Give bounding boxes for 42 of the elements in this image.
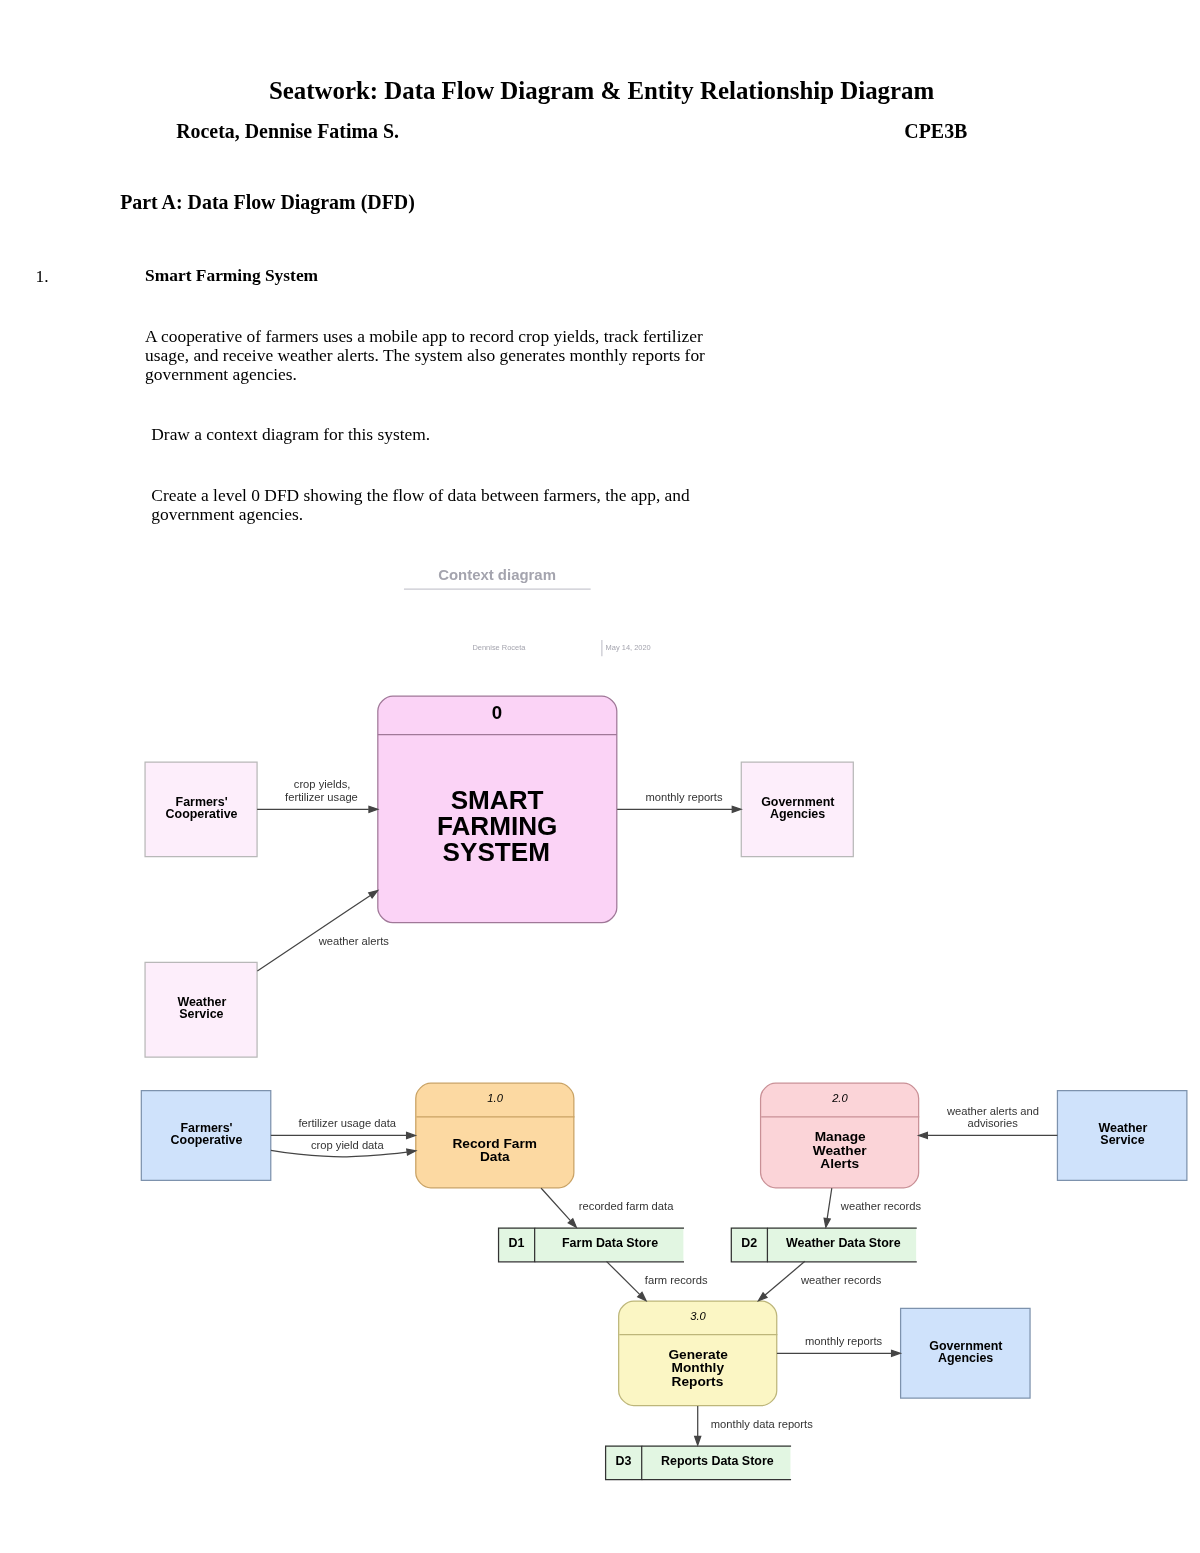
label: A cooperative of farmers uses a mobile app to record crop yields, track fertilizer usage, and receive weather alerts. The system also generates monthly reports for government agencies. bbox=[145, 325, 705, 384]
label: Context diagram bbox=[438, 565, 556, 583]
arrow bbox=[756, 1260, 806, 1302]
arrow bbox=[256, 889, 380, 972]
arrow bbox=[776, 1348, 903, 1357]
node-box: Weather Service bbox=[144, 961, 258, 1058]
label: Roceta, Dennise Fatima S. bbox=[176, 119, 399, 142]
label: Smart Farming System bbox=[145, 264, 319, 285]
label: Dennise Roceta bbox=[472, 642, 526, 652]
label: Part A: Data Flow Diagram (DFD) bbox=[120, 190, 415, 213]
label: CPE3B bbox=[904, 119, 968, 142]
edge-label: crop yields, fertilizer usage bbox=[285, 777, 358, 803]
label: Draw a context diagram for this system. bbox=[151, 423, 431, 444]
arrow bbox=[270, 1131, 418, 1139]
node-box: Government Agencies bbox=[740, 760, 854, 857]
edge-label: weather records bbox=[840, 1199, 922, 1212]
arrow bbox=[916, 1131, 1058, 1139]
edge-label: crop yield data bbox=[310, 1138, 384, 1151]
node-box: Farmers' Cooperative bbox=[144, 760, 258, 857]
diagram-title: Seatwork: Data Flow Diagram & Entity Relationship Diagram bbox=[268, 76, 935, 104]
arrow bbox=[605, 1260, 648, 1302]
edge-label: fertilizer usage data bbox=[298, 1116, 397, 1129]
arrow bbox=[540, 1186, 578, 1229]
edge-label: recorded farm data bbox=[578, 1199, 674, 1212]
node-box: Weather Service bbox=[1056, 1089, 1188, 1181]
edge-label: weather alerts bbox=[318, 934, 389, 947]
edge-label: weather records bbox=[801, 1273, 882, 1286]
arrow bbox=[616, 804, 743, 813]
node-box: Government Agencies bbox=[900, 1307, 1031, 1399]
label: Create a level 0 DFD showing the flow of data between farmers, the app, and government agencies. bbox=[151, 484, 690, 524]
edge-label: farm records bbox=[644, 1273, 708, 1286]
edge-label: weather alerts and advisories bbox=[946, 1104, 1040, 1129]
edge-label: monthly data reports bbox=[710, 1417, 813, 1430]
edge-label: monthly reports bbox=[645, 790, 723, 803]
label: 1. bbox=[35, 265, 49, 286]
label: May 14, 2020 bbox=[605, 642, 651, 652]
arrow bbox=[693, 1404, 702, 1447]
node-box: Farmers' Cooperative bbox=[140, 1089, 272, 1181]
arrow bbox=[270, 1147, 418, 1158]
arrow bbox=[823, 1186, 833, 1229]
edge-label: monthly reports bbox=[805, 1334, 883, 1347]
arrow bbox=[256, 804, 380, 813]
